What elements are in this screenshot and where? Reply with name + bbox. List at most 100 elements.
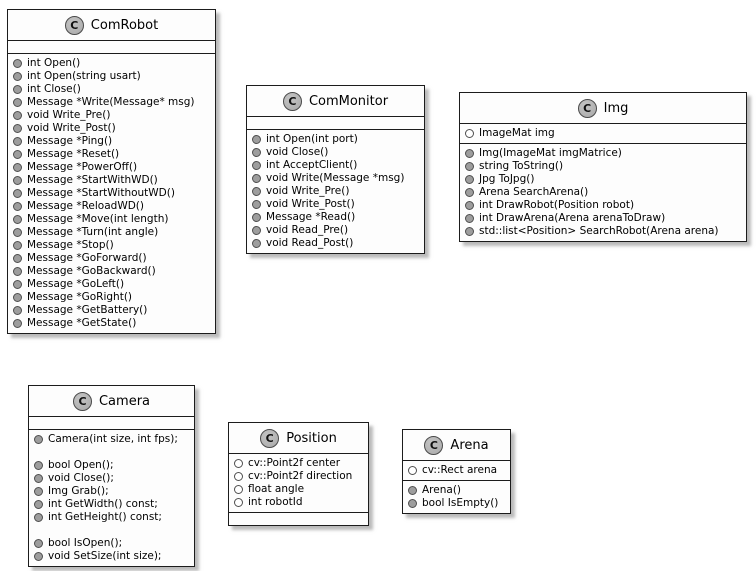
method-visibility-icon <box>13 98 22 107</box>
field-visibility-icon <box>234 498 243 507</box>
method-row: Message *Move(int length) <box>13 213 210 226</box>
method-visibility-icon <box>408 499 417 508</box>
method-visibility-icon <box>34 487 43 496</box>
method-row: void Close() <box>252 146 419 159</box>
member-label: void Write_Post() <box>27 122 116 134</box>
method-row: Camera(int size, int fps); <box>34 433 189 446</box>
method-visibility-icon <box>408 486 417 495</box>
method-row: int DrawArena(Arena arenaToDraw) <box>465 212 741 225</box>
attribute-row: ImageMat img <box>465 127 741 140</box>
member-label: void Close() <box>266 146 329 158</box>
method-row: Message *StartWithoutWD() <box>13 187 210 200</box>
member-label: Message *GoBackward() <box>27 265 156 277</box>
member-label: Arena() <box>422 484 462 496</box>
member-label: int Open() <box>27 57 81 69</box>
method-visibility-icon <box>13 228 22 237</box>
method-visibility-icon <box>13 293 22 302</box>
method-visibility-icon <box>252 148 261 157</box>
method-visibility-icon <box>252 200 261 209</box>
method-visibility-icon <box>252 239 261 248</box>
member-label: Message *Move(int length) <box>27 213 169 225</box>
method-row: Message *GoForward() <box>13 252 210 265</box>
class-box-arena: C Arena cv::Rect arena Arena()bool IsEmp… <box>402 429 511 514</box>
class-name: Arena <box>450 437 489 453</box>
class-stereotype-icon: C <box>577 98 597 118</box>
method-row: bool IsOpen(); <box>34 537 189 550</box>
method-visibility-icon <box>13 111 22 120</box>
method-row: Message *GoRight() <box>13 291 210 304</box>
method-row: void Write_Post() <box>252 198 419 211</box>
field-visibility-icon <box>465 129 474 138</box>
method-row: void Write(Message *msg) <box>252 172 419 185</box>
method-row <box>34 446 189 459</box>
class-name: Camera <box>98 393 151 409</box>
member-label: Camera(int size, int fps); <box>48 433 178 445</box>
class-box-img: C Img ImageMat img Img(ImageMat imgMatri… <box>459 92 747 242</box>
methods-compartment: Camera(int size, int fps);bool Open();vo… <box>29 429 194 566</box>
method-visibility-icon <box>13 163 22 172</box>
method-visibility-icon <box>465 149 474 158</box>
member-label: Message *Read() <box>266 211 356 223</box>
member-label: void Write_Pre() <box>266 185 350 197</box>
method-visibility-icon <box>252 187 261 196</box>
attribute-row: int robotId <box>234 496 363 509</box>
member-label: int Open(int port) <box>266 133 358 145</box>
method-visibility-icon <box>13 241 22 250</box>
methods-compartment <box>229 512 368 525</box>
member-label: Message *GetState() <box>27 317 137 329</box>
attribute-row: float angle <box>234 483 363 496</box>
member-label: Message *PowerOff() <box>27 161 138 173</box>
method-row: Jpg ToJpg() <box>465 173 741 186</box>
member-label: int DrawRobot(Position robot) <box>479 199 635 211</box>
method-visibility-icon <box>252 161 261 170</box>
member-label: Message *Reset() <box>27 148 120 160</box>
method-row: Img(ImageMat imgMatrice) <box>465 147 741 160</box>
method-visibility-icon <box>34 539 43 548</box>
class-name: Img <box>603 100 629 116</box>
method-visibility-icon <box>465 201 474 210</box>
attributes-compartment <box>29 416 194 429</box>
member-label: Message *GoRight() <box>27 291 133 303</box>
member-label: Message *Ping() <box>27 135 113 147</box>
method-row: Message *StartWithWD() <box>13 174 210 187</box>
member-label: Message *StartWithWD() <box>27 174 158 186</box>
method-visibility-icon <box>13 85 22 94</box>
field-visibility-icon <box>408 466 417 475</box>
member-label: Message *Stop() <box>27 239 114 251</box>
method-row: void SetSize(int size); <box>34 550 189 563</box>
method-row: Img Grab(); <box>34 485 189 498</box>
attributes-compartment: cv::Rect arena <box>403 460 510 480</box>
method-row: int DrawRobot(Position robot) <box>465 199 741 212</box>
method-visibility-icon <box>34 500 43 509</box>
method-row: void Write_Post() <box>13 122 210 135</box>
method-visibility-icon <box>34 474 43 483</box>
member-label: void Read_Post() <box>266 237 354 249</box>
method-visibility-icon <box>252 135 261 144</box>
method-row: Message *GoBackward() <box>13 265 210 278</box>
method-visibility-icon <box>13 176 22 185</box>
method-visibility-icon <box>13 254 22 263</box>
method-visibility-icon <box>13 215 22 224</box>
member-label: bool IsEmpty() <box>422 497 499 509</box>
member-label: int GetWidth() const; <box>48 498 158 510</box>
member-label: Arena SearchArena() <box>479 186 589 198</box>
class-name: ComMonitor <box>308 93 389 109</box>
attribute-row: cv::Point2f center <box>234 457 363 470</box>
method-visibility-icon <box>465 162 474 171</box>
member-label: cv::Rect arena <box>422 464 498 476</box>
method-visibility-icon <box>34 513 43 522</box>
member-label: Jpg ToJpg() <box>479 173 535 185</box>
method-row: Message *PowerOff() <box>13 161 210 174</box>
member-label: string ToString() <box>479 160 564 172</box>
method-row: void Close(); <box>34 472 189 485</box>
field-visibility-icon <box>234 485 243 494</box>
method-row: int Open(string usart) <box>13 70 210 83</box>
class-header: C ComMonitor <box>247 86 424 116</box>
method-row: Message *Write(Message* msg) <box>13 96 210 109</box>
methods-compartment: Img(ImageMat imgMatrice)string ToString(… <box>460 143 746 241</box>
method-row: int Open() <box>13 57 210 70</box>
method-visibility-icon <box>13 137 22 146</box>
method-row: void Write_Pre() <box>252 185 419 198</box>
member-label: int DrawArena(Arena arenaToDraw) <box>479 212 666 224</box>
